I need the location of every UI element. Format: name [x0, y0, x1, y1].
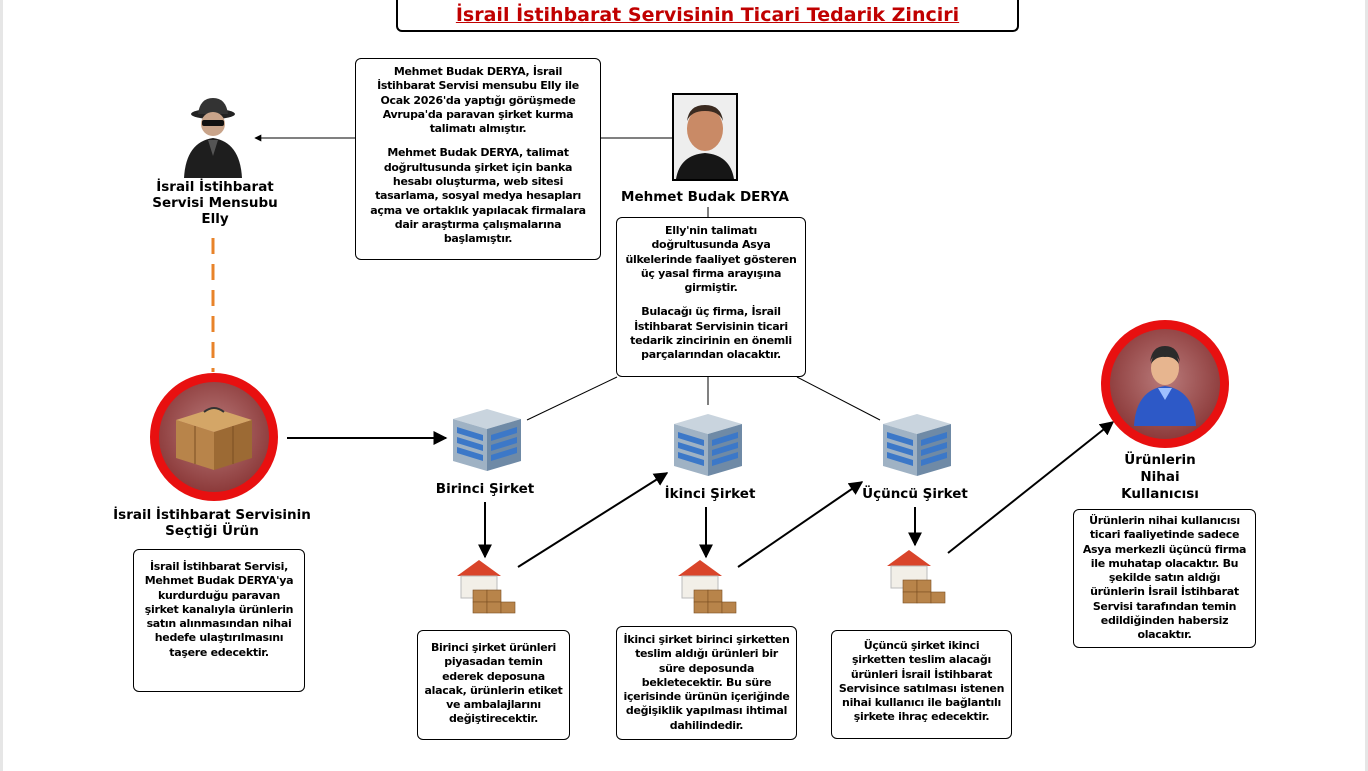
building-icon-company1 [447, 405, 527, 473]
line-midbox-to-company3 [796, 376, 881, 421]
company2-label: İkinci Şirket [664, 486, 756, 502]
company2-desc-box: İkinci şirket birinci şirketten teslim a… [616, 626, 797, 740]
end-user-label-line3: Kullanıcısı [1121, 485, 1199, 502]
derya-label: Mehmet Budak DERYA [621, 189, 789, 205]
arrow-warehouse2-to-company3 [737, 481, 864, 568]
page-border-right [1365, 0, 1368, 771]
company1-label: Birinci Şirket [435, 481, 535, 497]
warehouse-icon-3 [885, 546, 947, 604]
line-midbox-to-company1 [526, 376, 618, 421]
company3-desc-box: Üçüncü şirket ikinci şirketten teslim al… [831, 630, 1012, 739]
end-user-desc-box: Ürünlerin nihai kullanıcısı ticari faali… [1073, 509, 1256, 648]
arrow-warehouse1-to-company2 [517, 472, 669, 568]
spy-icon [178, 96, 248, 178]
product-label: İsrail İstihbarat Servisinin Seçtiği Ürü… [113, 507, 311, 540]
package-icon [170, 400, 258, 472]
end-user-label: Ürünlerin Nihai Kullanıcısı [1100, 452, 1220, 503]
building-icon-company3 [877, 410, 957, 478]
firm-search-p1: Elly'nin talimatı doğrultusunda Asya ülk… [625, 224, 797, 295]
end-user-label-line1: Ürünlerin [1124, 452, 1196, 468]
warehouse-icon-2 [676, 556, 738, 614]
firm-search-box: Elly'nin talimatı doğrultusunda Asya ülk… [616, 217, 806, 377]
derya-instruction-box: Mehmet Budak DERYA, İsrail İstihbarat Se… [355, 58, 601, 260]
building-icon-company2 [668, 410, 748, 478]
end-user-label-line2: Nihai [1140, 468, 1180, 485]
derya-instruction-p1: Mehmet Budak DERYA, İsrail İstihbarat Se… [377, 65, 579, 136]
company3-label: Üçüncü Şirket [862, 486, 968, 502]
page-border-left [0, 0, 3, 771]
product-desc-box: İsrail İstihbarat Servisi, Mehmet Budak … [133, 549, 305, 692]
company1-desc-box: Birinci şirket ürünleri piyasadan temin … [417, 630, 570, 740]
derya-instruction-p2: Mehmet Budak DERYA, talimat doğrultusund… [370, 146, 586, 246]
spy-label: İsrail İstihbarat Servisi Mensubu Elly [152, 179, 278, 228]
arrow-warehouse3-to-enduser [947, 421, 1115, 554]
firm-search-p2: Bulacağı üç firma, İsrail İstihbarat Ser… [630, 305, 792, 362]
person-photo [672, 93, 738, 181]
user-icon [1130, 340, 1200, 426]
warehouse-icon-1 [455, 556, 517, 614]
page-title: İsrail İstihbarat Servisinin Ticari Teda… [396, 0, 1019, 32]
